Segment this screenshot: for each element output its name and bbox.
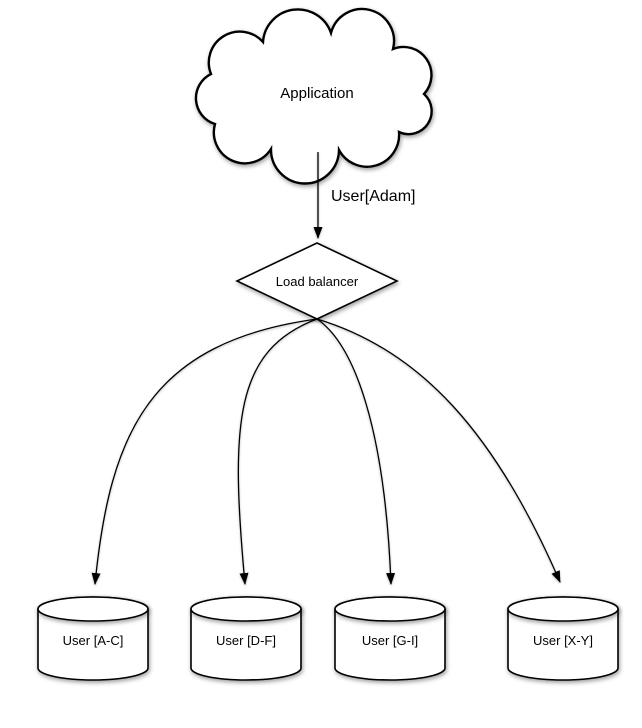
shard-node-g-i: User [G-I] [334,596,446,681]
edges-lb-to-shards [91,318,561,585]
cylinder-top [334,596,446,622]
shard-x-y-label: User [X-Y] [533,633,593,648]
application-node: Application [194,7,433,185]
application-label: Application [280,85,353,102]
edge-lb-to-shard-d-f [237,318,318,585]
load-balancer-label: Load balancer [276,274,359,289]
shard-node-x-y: User [X-Y] [507,596,619,681]
edge-lb-to-shard-g-i [316,318,396,585]
cylinder-top [190,596,302,622]
edge-app-to-lb-label: User[Adam] [331,188,415,205]
edge-app-to-lb: User[Adam] [313,152,415,239]
cloud-shape [194,7,433,185]
edge-lb-to-shard-a-c [91,318,318,585]
shard-d-f-label: User [D-F] [216,633,276,648]
load-balancer-node: Load balancer [235,242,399,320]
shard-node-d-f: User [D-F] [190,596,302,681]
shard-node-a-c: User [A-C] [37,596,149,681]
cylinder-top [507,596,619,622]
edge-lb-to-shard-x-y [316,318,561,583]
shard-g-i-label: User [G-I] [362,633,418,648]
shard-a-c-label: User [A-C] [63,633,124,648]
cylinder-top [37,596,149,622]
